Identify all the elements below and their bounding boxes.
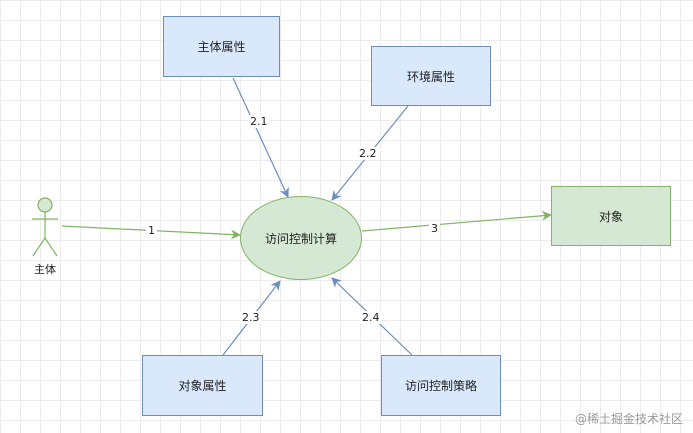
node-access-control-policy[interactable]: 访问控制策略 xyxy=(381,355,501,416)
edge-label-3: 3 xyxy=(429,222,440,235)
edge-3[interactable] xyxy=(361,210,552,232)
node-access-control-policy-label: 访问控制策略 xyxy=(404,379,477,393)
node-subject-attributes-label: 主体属性 xyxy=(197,40,246,54)
edge-label-1: 1 xyxy=(146,224,157,237)
edge-label-2-4: 2.4 xyxy=(360,311,382,324)
node-object-attributes-label: 对象属性 xyxy=(178,379,227,393)
node-access-control-calculation-label: 访问控制计算 xyxy=(264,231,337,246)
edge-label-2-2: 2.2 xyxy=(357,147,379,160)
node-object-attributes[interactable]: 对象属性 xyxy=(142,355,263,416)
edge-label-2-1: 2.1 xyxy=(248,115,270,128)
node-environment-attributes-label: 环境属性 xyxy=(406,69,455,84)
node-object[interactable]: 对象 xyxy=(551,186,671,246)
node-object-label: 对象 xyxy=(598,209,623,224)
node-environment-attributes[interactable]: 环境属性 xyxy=(371,46,491,106)
edge-2-1[interactable] xyxy=(232,77,289,198)
actor-label: 主体 xyxy=(34,263,56,276)
edge-label-2-3: 2.3 xyxy=(240,311,262,324)
node-access-control-calculation[interactable]: 访问控制计算 xyxy=(240,196,362,280)
node-subject-attributes[interactable]: 主体属性 xyxy=(163,16,280,77)
watermark: @稀土掘金技术社区 xyxy=(574,412,683,426)
actor-figure[interactable] xyxy=(32,197,58,257)
